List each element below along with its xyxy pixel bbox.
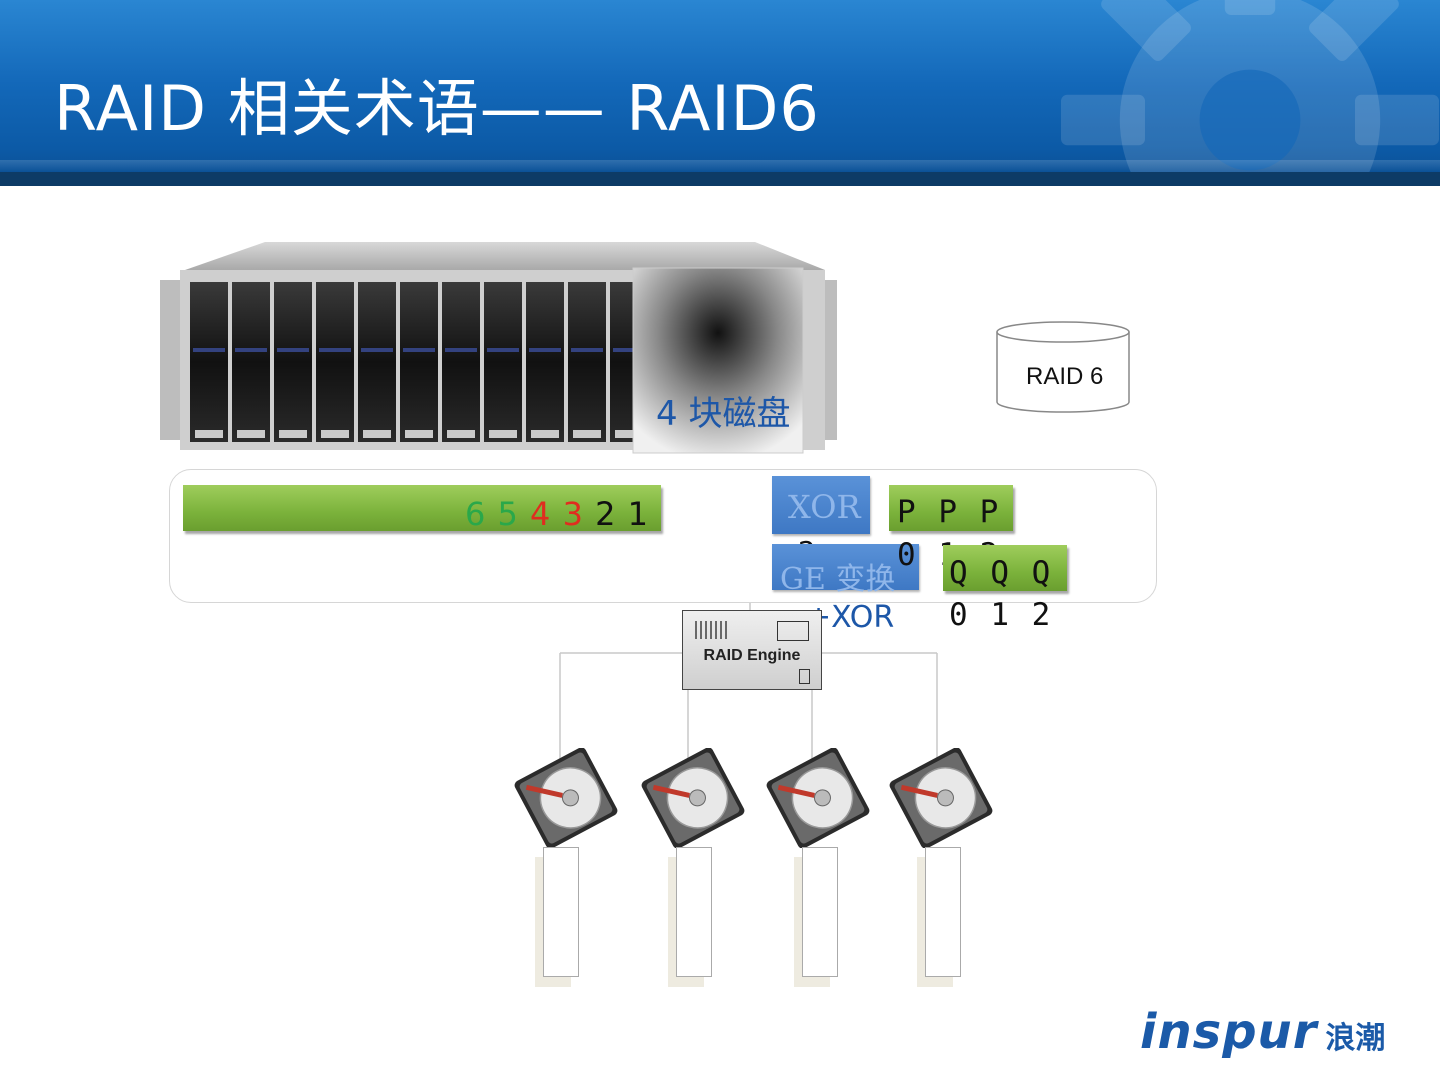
- header-banner: RAID 相关术语—— RAID6: [0, 0, 1440, 186]
- data-block: 5: [497, 495, 519, 533]
- header-shine: [0, 160, 1440, 172]
- logo-brand-cn: 浪潮: [1325, 1021, 1386, 1056]
- header-bottom-band: [0, 172, 1440, 186]
- disk-slot: [925, 847, 961, 977]
- hard-disk-icon: [889, 748, 993, 848]
- hard-disk-icon: [766, 748, 870, 848]
- data-block: 2: [595, 495, 617, 533]
- data-block: 3: [562, 495, 584, 533]
- data-block: 1: [627, 495, 649, 533]
- p-parity-bar: [889, 485, 1013, 531]
- q-parity-numbers: 0 1 2: [949, 597, 1053, 633]
- engine-led-icon: [799, 669, 810, 684]
- data-blocks: 6 5 4 3 2 1: [465, 495, 649, 533]
- disk-slot: [676, 847, 712, 977]
- data-block: 4: [530, 495, 552, 533]
- page-title: RAID 相关术语—— RAID6: [54, 72, 820, 145]
- xor-label: XOR: [788, 488, 861, 526]
- disk-slot: [543, 847, 579, 977]
- logo-brand: inspur: [1140, 1004, 1318, 1060]
- hard-disk-icon: [641, 748, 745, 848]
- engine-vent-icon: [695, 621, 727, 639]
- storage-server-image: [160, 242, 837, 454]
- ge-transform-label: GE 变换: [780, 562, 896, 597]
- ge-transform-box: GE 变换: [772, 544, 919, 597]
- gear-icon: [1061, 0, 1439, 186]
- engine-port-icon: [777, 621, 809, 641]
- xor-suffix: 2: [798, 535, 816, 545]
- raid-engine-card: RAID Engine: [682, 610, 822, 690]
- q-parity-letters: Q Q Q: [949, 555, 1053, 591]
- data-block: 6: [464, 495, 487, 533]
- raid6-volume-icon: [996, 321, 1130, 413]
- disk-slot: [802, 847, 838, 977]
- raid6-volume-label: RAID 6: [1026, 363, 1104, 390]
- p-parity-letters: P P P: [897, 494, 1001, 530]
- raid-engine-label: RAID Engine: [703, 647, 801, 664]
- hard-disk-icon: [514, 748, 618, 848]
- data-stripe-bar: 6 5 4 3 2 1: [183, 485, 661, 533]
- disk-count-label: 4 块磁盘: [656, 394, 791, 434]
- q-parity-bar: [943, 545, 1067, 591]
- xor-box: XOR: [772, 476, 870, 534]
